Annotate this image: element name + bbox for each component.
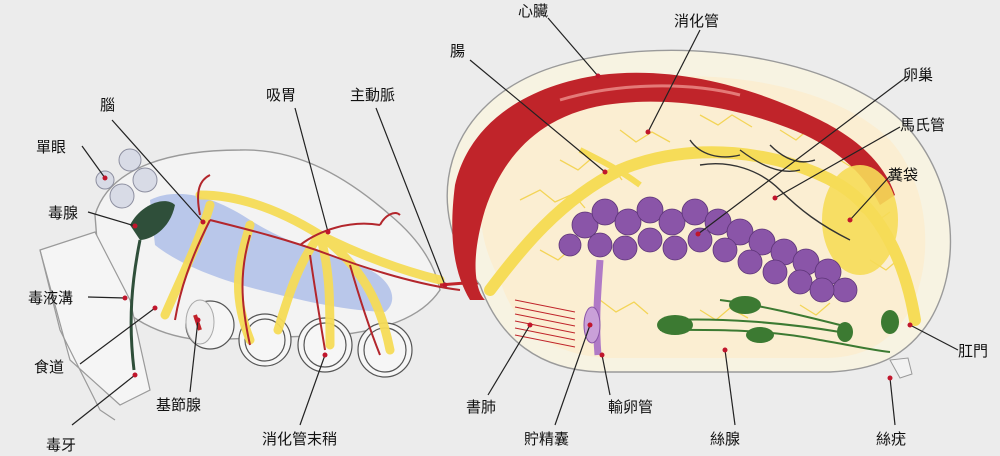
label-oviduct: 輸卵管 — [608, 398, 653, 416]
label-esophagus: 食道 — [34, 358, 64, 376]
cephalothorax — [39, 148, 461, 421]
label-spinneret: 絲疣 — [876, 430, 906, 448]
label-venom-duct: 毒液溝 — [28, 289, 73, 307]
label-coxal-gland: 基節腺 — [156, 396, 201, 414]
label-digestive-tube: 消化管 — [674, 12, 719, 30]
label-simple-eye: 單眼 — [36, 138, 66, 156]
label-brain: 腦 — [100, 96, 115, 114]
book-lung-lamellae — [514, 299, 576, 348]
label-heart: 心臟 — [518, 2, 548, 20]
label-fang: 毒牙 — [46, 436, 76, 454]
label-book-lung: 書肺 — [466, 398, 496, 416]
label-intestine: 腸 — [450, 42, 465, 60]
label-silk-gland: 絲腺 — [710, 430, 740, 448]
label-malpighian-tubules: 馬氏管 — [900, 116, 945, 134]
label-anus: 肛門 — [958, 342, 988, 360]
label-digestive-diverticula: 消化管末稍 — [262, 430, 337, 448]
label-stercoral-pocket: 糞袋 — [888, 166, 918, 184]
label-aorta: 主動脈 — [350, 86, 395, 104]
label-venom-gland: 毒腺 — [48, 204, 78, 222]
abdomen — [446, 49, 952, 379]
ovary-cluster — [558, 196, 858, 303]
label-spermatheca: 貯精囊 — [524, 430, 569, 448]
label-ovary: 卵巢 — [903, 66, 933, 84]
label-sucking-stomach: 吸胃 — [266, 86, 296, 104]
